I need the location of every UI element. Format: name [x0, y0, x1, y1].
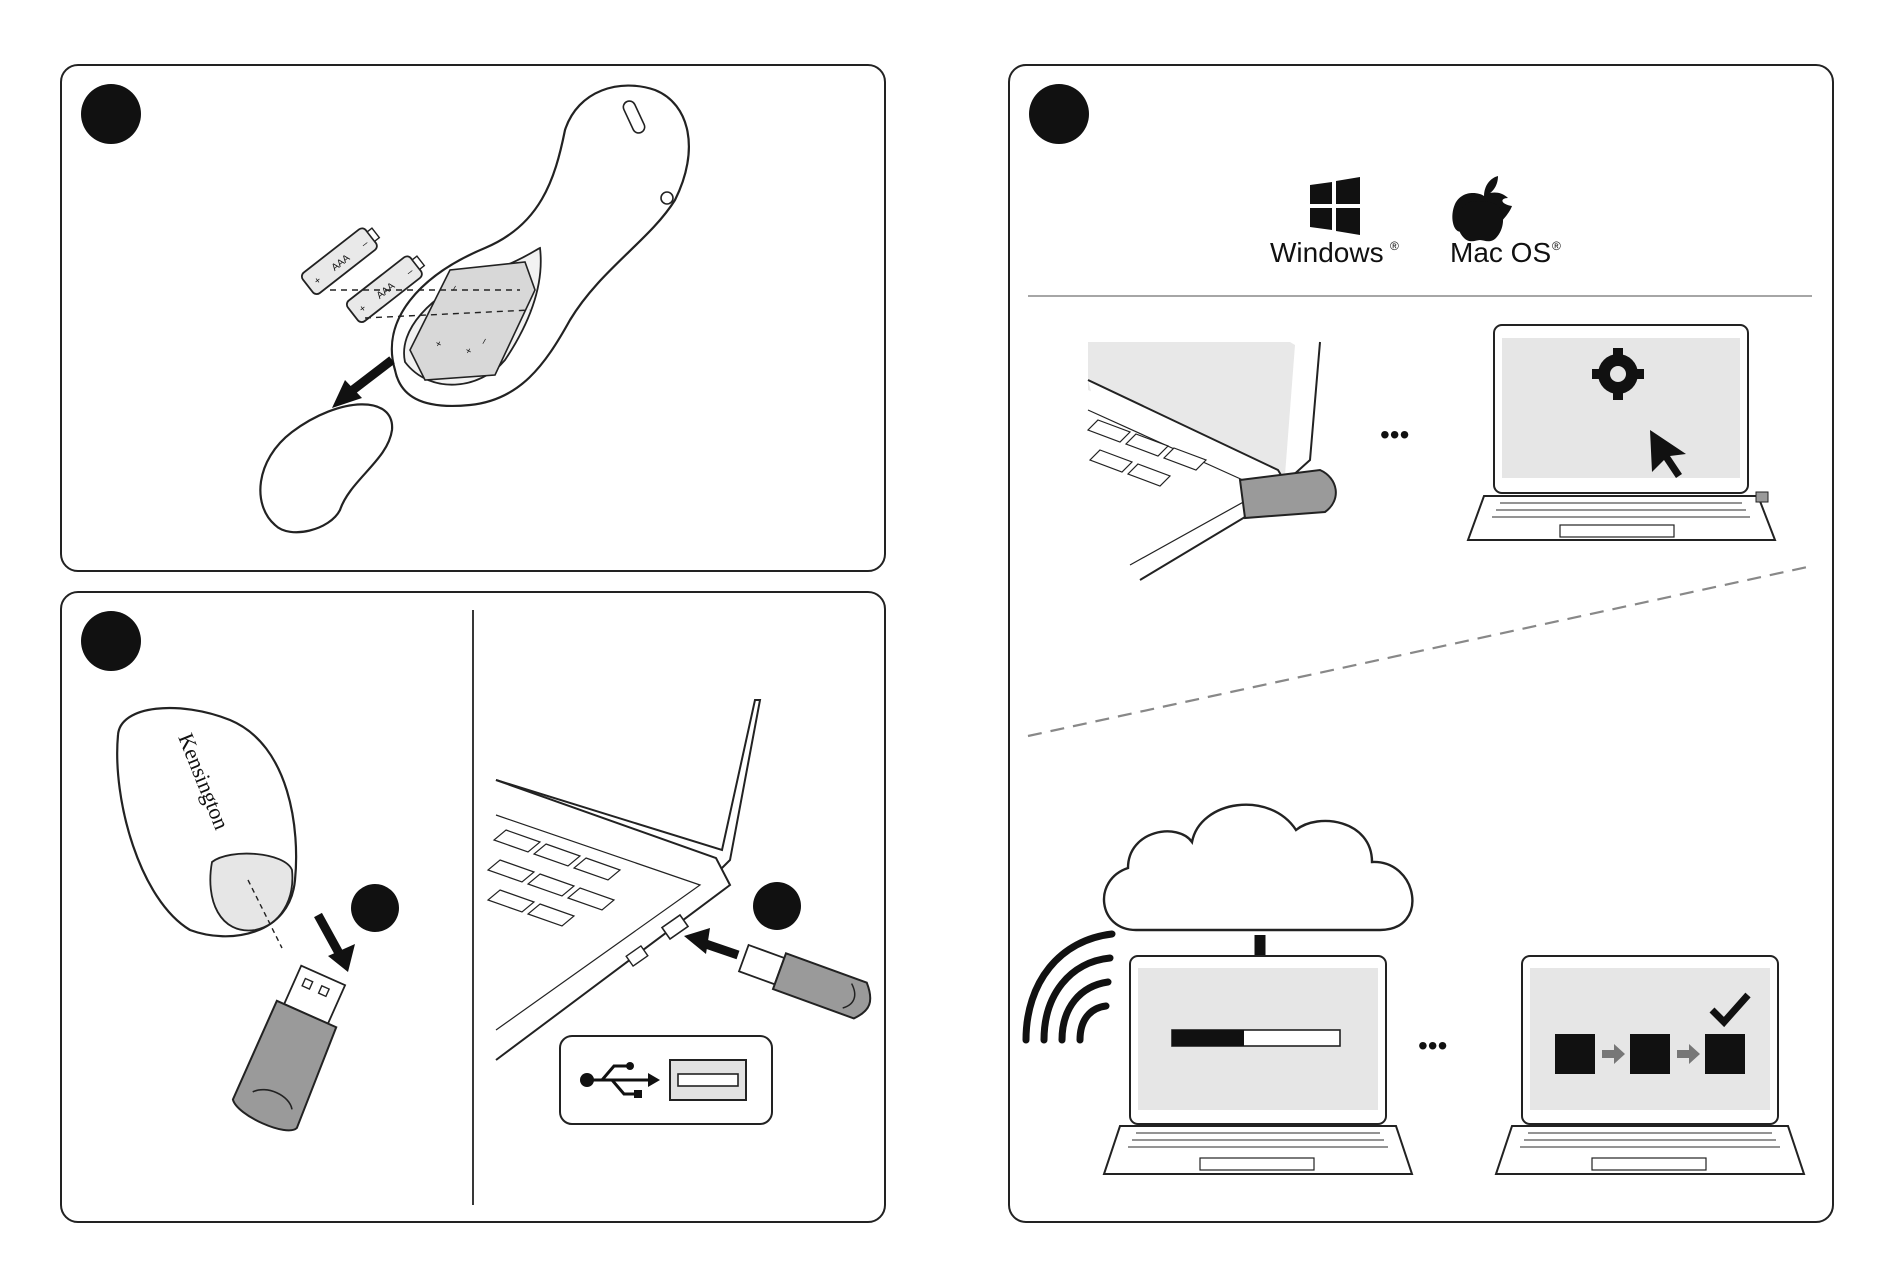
- apple-logo-icon: [1452, 176, 1512, 241]
- cloud-icon: [1104, 805, 1412, 930]
- windows-label: Windows: [1270, 237, 1384, 268]
- ellipsis-1: •••: [1380, 419, 1409, 450]
- ellipsis-2: •••: [1418, 1030, 1447, 1061]
- windows-logo-icon: [1310, 177, 1360, 235]
- laptop-with-receiver: [1088, 342, 1336, 580]
- laptop-downloading: [1104, 956, 1412, 1174]
- install-steps-icon: [1555, 1034, 1745, 1074]
- download-progress-bar: [1172, 1030, 1340, 1046]
- svg-text:®: ®: [1552, 239, 1561, 253]
- wifi-icon: [1026, 934, 1112, 1040]
- svg-text:®: ®: [1390, 239, 1399, 253]
- dashed-separator: [1028, 566, 1812, 736]
- mac-os-label: Mac OS: [1450, 237, 1551, 268]
- step-3-badge: [1029, 84, 1089, 144]
